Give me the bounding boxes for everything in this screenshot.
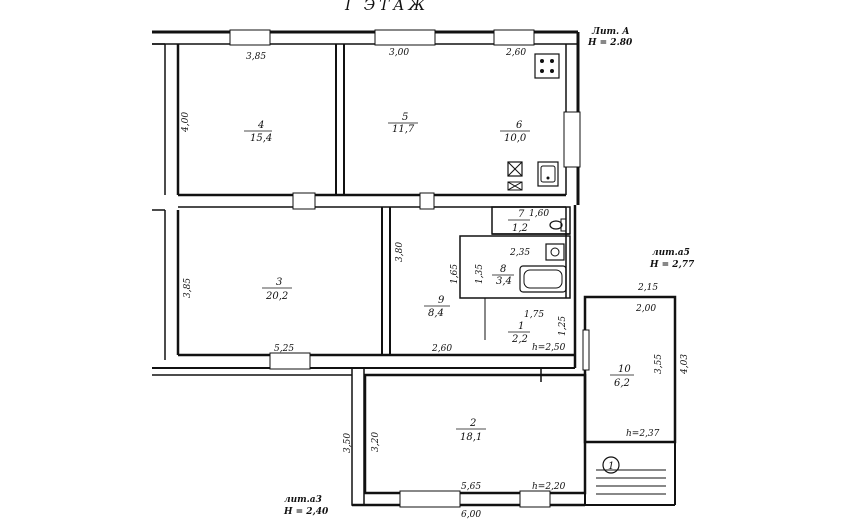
dim-160: 1,60 (529, 209, 549, 219)
room-labels: 4 15,4 5 11,7 6 10,0 7 1,2 8 3,4 3 20,2 … (244, 112, 634, 443)
plan-title: I ЭТАЖ (344, 0, 429, 14)
dim-600: 6,00 (461, 510, 481, 520)
dim-355: 3,55 (654, 354, 664, 374)
lit-a5-height: H = 2,77 (649, 260, 695, 270)
dim-525: 5,25 (274, 344, 294, 354)
room-3-area: 20,2 (265, 291, 288, 302)
room-9-area: 8,4 (428, 308, 444, 319)
room-4-number: 4 (257, 120, 264, 131)
dim-215: 2,15 (637, 283, 658, 293)
dimensions: 3,85 3,00 2,60 4,00 1,60 2,35 3,80 1,65 … (181, 48, 690, 520)
lit-a3-label: лит.а3 (284, 495, 322, 505)
dim-565: 5,65 (461, 482, 481, 492)
dim-403: 4,03 (680, 354, 690, 375)
height-250: h=2,50 (532, 343, 566, 353)
washbasin-icon (545, 243, 565, 261)
room-1-number: 1 (518, 321, 524, 332)
dim-200: 2,00 (635, 304, 656, 314)
room-10-number: 10 (618, 364, 631, 375)
dim-320: 3,20 (371, 432, 381, 452)
dim-260-top: 2,60 (505, 48, 526, 58)
room-2-number: 2 (469, 418, 476, 429)
lit-a3-height: H = 2,40 (283, 507, 329, 517)
dim-385-left: 3,85 (183, 278, 193, 298)
lit-a5-label: лит.а5 (652, 248, 690, 258)
lit-a-height: H = 2.80 (587, 38, 633, 48)
dim-300: 3,00 (389, 48, 409, 58)
room-8-area: 3,4 (496, 276, 512, 287)
dim-175: 1,75 (524, 310, 544, 320)
dim-260-bottom: 2,60 (431, 344, 452, 354)
room-6-number: 6 (516, 120, 523, 131)
room-5-area: 11,7 (392, 124, 415, 135)
dim-400: 4,00 (181, 112, 191, 133)
dim-235: 2,35 (509, 248, 530, 258)
boiler-icon (507, 161, 523, 177)
kitchen-sink-icon (537, 161, 559, 187)
room-4-area: 15,4 (250, 133, 272, 144)
dim-165: 1,65 (450, 264, 460, 284)
marker-label: 1 (608, 461, 614, 472)
marker-circle (602, 456, 620, 474)
room-6-area: 10,0 (504, 133, 527, 144)
dim-125: 1,25 (558, 316, 568, 336)
lit-a-label: Лит. А (591, 27, 630, 37)
dim-385-top: 3,85 (246, 52, 266, 62)
dim-350: 3,50 (343, 433, 353, 453)
walls (152, 29, 677, 508)
height-220: h=2,20 (532, 482, 566, 492)
room-10-area: 6,2 (614, 378, 630, 389)
fixtures: 1 (507, 53, 620, 474)
room-7-number: 7 (518, 209, 525, 220)
room-2-area: 18,1 (460, 432, 482, 443)
stove-icon (534, 53, 560, 79)
height-237: h=2,37 (626, 429, 660, 439)
room-9-number: 9 (438, 295, 445, 306)
dim-380: 3,80 (395, 242, 405, 262)
room-1-area: 2,2 (511, 334, 528, 345)
room-7-area: 1,2 (512, 223, 528, 234)
room-5-number: 5 (402, 112, 408, 123)
room-8-number: 8 (500, 264, 506, 275)
toilet-icon (549, 220, 563, 230)
bathtub-icon (519, 265, 567, 293)
room-3-number: 3 (276, 277, 282, 288)
dim-135: 1,35 (475, 264, 485, 284)
